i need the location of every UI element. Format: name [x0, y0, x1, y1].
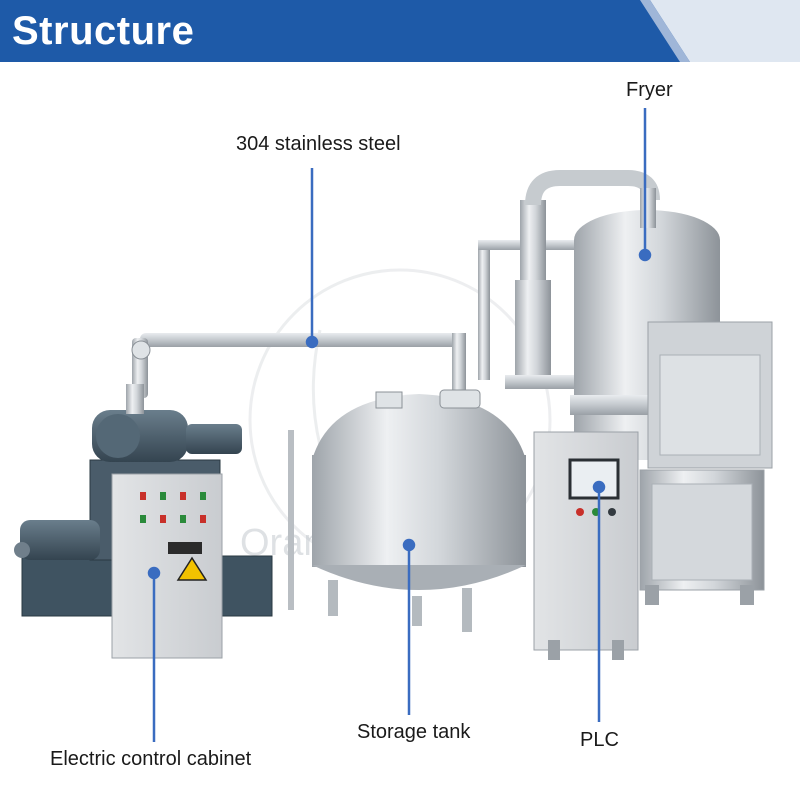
header-banner-accent [650, 0, 800, 62]
leader-lines [147, 108, 652, 742]
leader-fryer-dot [638, 248, 652, 262]
callout-electric-control-cabinet: Electric control cabinet [50, 748, 252, 770]
storage-tank [288, 389, 526, 632]
fryer-housing [639, 321, 773, 605]
leader-steel-dot [305, 335, 319, 349]
callout-304-stainless-steel: 304 stainless steel [236, 133, 401, 155]
plc-cabinet [533, 431, 639, 660]
page-title: Structure [12, 9, 195, 53]
leader-cabinet-dot [147, 566, 161, 580]
leader-tank-dot [402, 538, 416, 552]
callout-plc: PLC [580, 729, 619, 751]
callout-fryer: Fryer [626, 79, 673, 101]
header-banner [0, 0, 800, 62]
leader-plc-dot [592, 480, 606, 494]
electric-control-cabinet [111, 473, 223, 659]
stainless-steel-pipes [131, 170, 660, 398]
callout-storage-tank: Storage tank [357, 721, 471, 743]
header-banner-accent-edge [640, 0, 690, 62]
